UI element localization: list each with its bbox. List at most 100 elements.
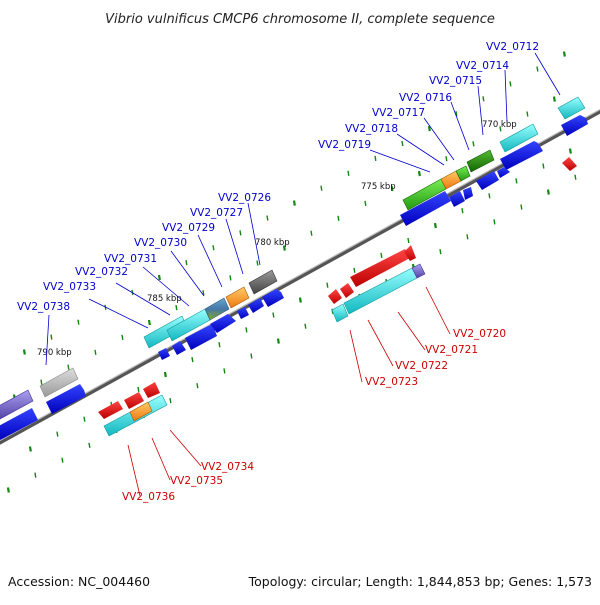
gene-label-vv2-0727[interactable]: VV2_0727 [190, 207, 243, 219]
gene-arrow[interactable] [497, 167, 510, 178]
gene-label-vv2-0712[interactable]: VV2_0712 [486, 41, 539, 53]
gene-label-vv2-0726[interactable]: VV2_0726 [218, 192, 271, 204]
gene-arrow[interactable] [46, 384, 86, 414]
gene-label-vv2-0729[interactable]: VV2_0729 [162, 222, 215, 234]
scale-tick [157, 274, 161, 281]
gene-label-vv2-0738[interactable]: VV2_0738 [17, 301, 70, 313]
scale-tick [121, 334, 124, 341]
gene-label-vv2-0718[interactable]: VV2_0718 [345, 123, 398, 135]
gene-cluster-left [0, 367, 86, 440]
gene-arrow[interactable] [158, 348, 170, 360]
scale-tick [196, 383, 199, 389]
scale-tick [239, 230, 242, 236]
gene-label-vv2-0723[interactable]: VV2_0723 [365, 376, 418, 388]
scale-tick [542, 163, 545, 169]
scale-tick [337, 215, 340, 221]
gene-arrow[interactable] [248, 298, 264, 313]
gene-arrow[interactable] [172, 341, 186, 355]
gene-arrow[interactable] [262, 289, 284, 307]
scale-tick [310, 230, 313, 236]
gene-arrow-reverse[interactable] [340, 283, 354, 298]
gene-arrow-reverse[interactable] [350, 249, 410, 287]
gene-label-vv2-0721[interactable]: VV2_0721 [425, 344, 478, 356]
scale-tick [169, 397, 172, 404]
scale-tick [223, 368, 226, 374]
gene-arrow-reverse[interactable] [404, 245, 416, 261]
gene-arrow[interactable] [449, 191, 465, 207]
gene-arrow-reverse[interactable] [143, 382, 160, 398]
scale-tick [439, 249, 442, 255]
scale-tick [6, 487, 10, 493]
gene-cluster-0720-0723 [328, 245, 426, 323]
scale-tick [50, 334, 53, 340]
gene-labels-bottom: VV2_0720 VV2_0721 VV2_0722 VV2_0723 VV2_… [122, 328, 506, 503]
gene-arrow[interactable] [561, 115, 588, 136]
scale-tick [212, 245, 215, 251]
gene-label-vv2-0733[interactable]: VV2_0733 [43, 281, 96, 293]
cog-box [466, 149, 495, 173]
gene-label-vv2-0720[interactable]: VV2_0720 [453, 328, 506, 340]
gene-arrow[interactable] [185, 325, 217, 350]
gene-label-vv2-0732[interactable]: VV2_0732 [75, 266, 128, 278]
gene-arrow[interactable] [476, 171, 499, 190]
gene-label-vv2-0716[interactable]: VV2_0716 [399, 92, 452, 104]
gene-arrow-reverse[interactable] [124, 392, 144, 409]
gene-arrow[interactable] [237, 307, 249, 319]
scale-tick [401, 140, 404, 147]
scale-tick [67, 364, 70, 370]
gene-label-vv2-0715[interactable]: VV2_0715 [429, 75, 482, 87]
gene-arrow-reverse[interactable] [328, 289, 342, 304]
scale-tick [364, 200, 367, 207]
gene-cluster-0712-0719 [400, 96, 588, 226]
scale-tick [552, 96, 556, 102]
map-title: Vibrio vulnificus CMCP6 chromosome II, c… [105, 12, 495, 27]
kbp-label-785: 785 kbp [147, 294, 182, 304]
cog-box [225, 286, 250, 309]
scale-tick [455, 111, 458, 117]
scale-tick [493, 219, 496, 225]
gene-label-vv2-0717[interactable]: VV2_0717 [372, 107, 425, 119]
scale-tick [546, 189, 550, 195]
gene-arrow[interactable] [463, 187, 473, 200]
scale-tick [147, 319, 151, 326]
scale-tick [34, 472, 37, 478]
scale-tick [298, 297, 302, 303]
gene-label-vv2-0735[interactable]: VV2_0735 [170, 475, 223, 487]
scale-tick [77, 319, 80, 325]
gene-arrow-reverse[interactable] [562, 157, 577, 171]
gene-label-vv2-0730[interactable]: VV2_0730 [134, 237, 187, 249]
scale-tick [245, 327, 248, 333]
scale-tick [461, 208, 464, 214]
scale-tick [380, 252, 383, 259]
cog-box [411, 263, 426, 279]
gene-cluster-0734-0736 [98, 382, 168, 437]
gene-arrow[interactable] [210, 314, 236, 333]
gene-label-vv2-0734[interactable]: VV2_0734 [201, 461, 254, 473]
kbp-label-790: 790 kbp [37, 348, 72, 358]
gene-arrow-reverse[interactable] [98, 401, 123, 419]
scale-tick [56, 431, 59, 437]
scale-tick [256, 260, 259, 266]
scale-tick [562, 51, 566, 57]
gene-arrow[interactable] [400, 191, 451, 226]
scale-tick [272, 312, 275, 318]
gene-label-vv2-0714[interactable]: VV2_0714 [456, 60, 509, 72]
scale-tick [94, 349, 97, 355]
gene-arrow[interactable] [500, 141, 543, 170]
scale-tick [433, 222, 437, 229]
scale-tick [417, 170, 421, 177]
gene-label-vv2-0722[interactable]: VV2_0722 [395, 360, 448, 372]
scale-tick [509, 81, 512, 87]
gene-label-vv2-0731[interactable]: VV2_0731 [104, 253, 157, 265]
gene-label-vv2-0719[interactable]: VV2_0719 [318, 139, 371, 151]
accession-text: Accession: NC_004460 [8, 574, 150, 589]
scale-tick [137, 386, 140, 393]
gene-arrow[interactable] [0, 408, 38, 440]
scale-tick [488, 193, 491, 199]
scale-tick [499, 126, 502, 132]
gene-label-vv2-0736[interactable]: VV2_0736 [122, 491, 175, 503]
scale-tick [536, 66, 539, 72]
scale-tick [229, 275, 232, 281]
scale-tick [472, 141, 475, 147]
scale-tick [218, 342, 221, 348]
